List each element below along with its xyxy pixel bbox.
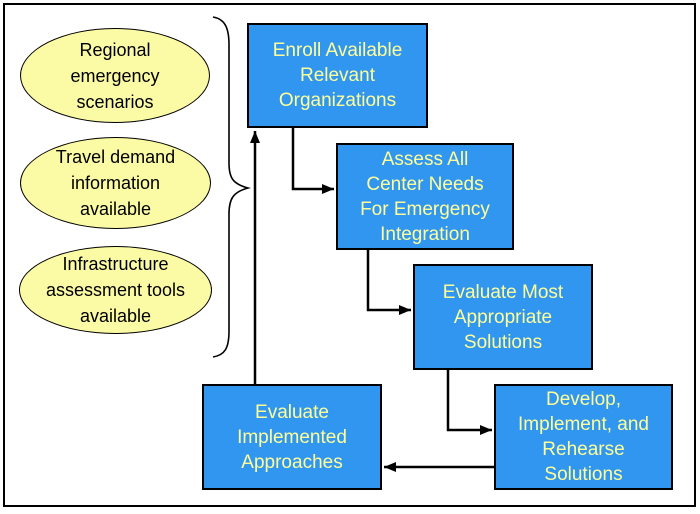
process-box-evaluate-most-appropriate-solutions: Evaluate Most Appropriate Solutions xyxy=(413,264,593,370)
input-ellipse-travel-demand-information: Travel demand information available xyxy=(20,137,211,229)
process-box-evaluate-implemented-approaches: Evaluate Implemented Approaches xyxy=(202,384,382,490)
process-box-enroll-available-relevant-organizations: Enroll Available Relevant Organizations xyxy=(247,23,428,128)
process-box-develop-implement-rehearse-solutions: Develop, Implement, and Rehearse Solutio… xyxy=(494,384,673,490)
input-ellipse-regional-emergency-scenarios: Regional emergency scenarios xyxy=(20,28,210,123)
input-ellipse-infrastructure-assessment-tools: Infrastructure assessment tools availabl… xyxy=(19,246,212,334)
process-box-assess-all-center-needs: Assess All Center Needs For Emergency In… xyxy=(336,143,514,250)
diagram-border-frame xyxy=(3,3,696,507)
